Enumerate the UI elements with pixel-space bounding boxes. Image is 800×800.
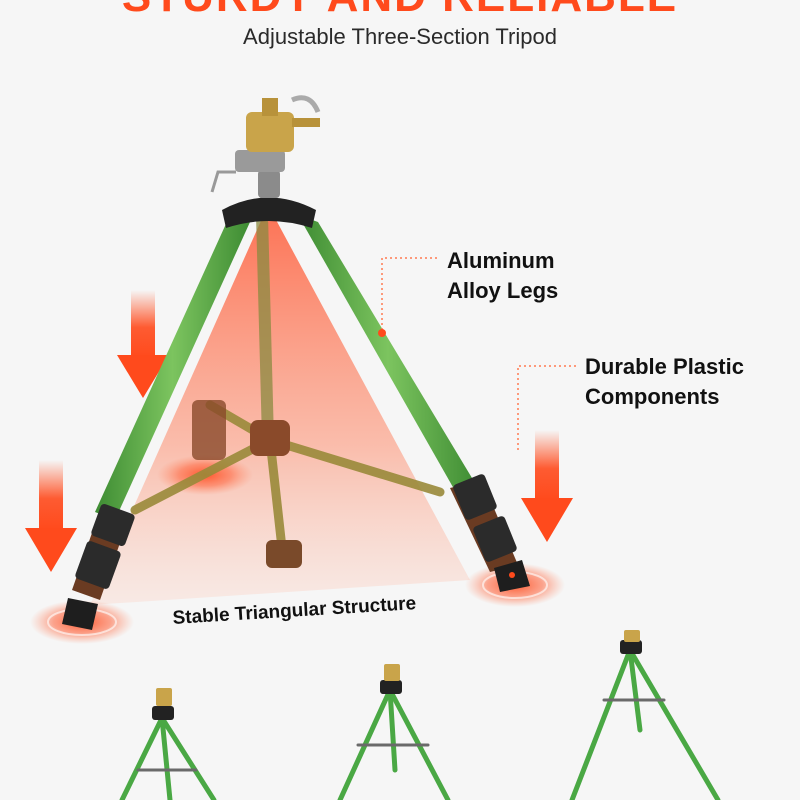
callout-leader	[381, 257, 578, 450]
aluminum-leg-right	[298, 215, 530, 592]
down-arrow-icon	[521, 430, 573, 542]
down-arrow-icon	[117, 290, 169, 398]
tripod-variant-low	[119, 715, 217, 800]
callout-plastic-components: Durable Plastic Components	[585, 352, 785, 412]
subtitle: Adjustable Three-Section Tripod	[243, 24, 557, 49]
highlight-triangle	[90, 205, 470, 605]
headline: STURDY AND RELIABLE	[0, 0, 800, 22]
callout-line: Alloy Legs	[447, 278, 559, 303]
top-hub	[222, 197, 316, 228]
tripod-variant-mid	[337, 687, 451, 800]
callout-line: Components	[585, 384, 720, 409]
aluminum-leg-left	[62, 215, 250, 630]
back-leg	[256, 214, 274, 441]
callout-line: Aluminum	[447, 248, 555, 273]
brace-foot	[266, 540, 302, 568]
tripod-variant-high	[569, 647, 721, 800]
callout-line: Durable Plastic	[585, 354, 744, 379]
callout-dot	[378, 329, 386, 337]
brace-clamp	[192, 400, 226, 460]
down-arrow-icon	[25, 460, 77, 572]
sprinkler-head	[210, 95, 321, 198]
brace-hub	[250, 420, 290, 456]
callout-aluminum-legs: Aluminum Alloy Legs	[447, 246, 607, 306]
